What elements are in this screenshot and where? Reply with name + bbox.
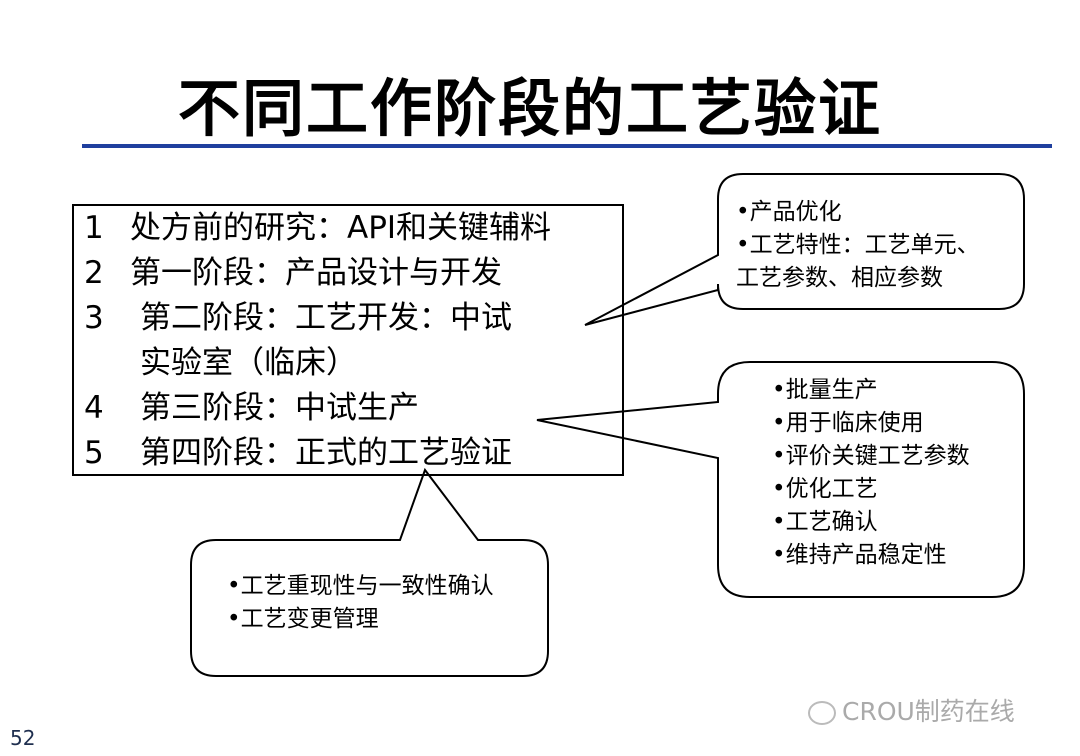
wechat-icon bbox=[808, 701, 836, 725]
stages-box: 1 处方前的研究：API和关键辅料 2 第一阶段：产品设计与开发 3 第二阶段：工艺开… bbox=[72, 204, 624, 476]
stage-item-continued: 实验室（临床） bbox=[74, 341, 622, 386]
stage-item: 1 处方前的研究：API和关键辅料 bbox=[74, 206, 622, 251]
watermark: CROU制药在线 bbox=[808, 692, 1015, 728]
stage-item: 5 第四阶段：正式的工艺验证 bbox=[74, 431, 622, 476]
callout-bubble-stage3-4 bbox=[536, 361, 1025, 598]
callout-line: •用于临床使用 bbox=[772, 410, 924, 436]
callout-line: •工艺确认 bbox=[772, 509, 878, 535]
callout-bubble-stage5 bbox=[190, 467, 549, 677]
stage-text: 第四阶段：正式的工艺验证 bbox=[140, 435, 512, 471]
stage-item: 2 第一阶段：产品设计与开发 bbox=[74, 251, 622, 296]
callout-stage3-4-text: •批量生产 •用于临床使用 •评价关键工艺参数 •优化工艺 •工艺确认 •维持产… bbox=[772, 374, 970, 572]
page-number: 52 bbox=[10, 726, 36, 750]
callout-line: •评价关键工艺参数 bbox=[772, 443, 970, 469]
stage-text: 第三阶段：中试生产 bbox=[140, 390, 419, 426]
stage-text: 第二阶段：工艺开发：中试 bbox=[140, 300, 512, 336]
stage-number: 4 bbox=[84, 390, 104, 426]
stage-text: 处方前的研究：API和关键辅料 bbox=[130, 210, 552, 246]
stage-number: 2 bbox=[84, 255, 104, 291]
callout-line: •工艺重现性与一致性确认 bbox=[227, 573, 494, 599]
callout-stage5-text: •工艺重现性与一致性确认 •工艺变更管理 bbox=[227, 570, 494, 636]
callout-line: •优化工艺 bbox=[772, 476, 878, 502]
slide-title: 不同工作阶段的工艺验证 bbox=[177, 72, 882, 145]
stage-number: 3 bbox=[84, 300, 104, 336]
callout-bubble-stage2 bbox=[584, 173, 1025, 326]
callout-stage2-text: •产品优化 •工艺特性：工艺单元、 工艺参数、相应参数 bbox=[736, 196, 980, 295]
watermark-text: CROU制药在线 bbox=[842, 697, 1015, 726]
callout-line: 工艺参数、相应参数 bbox=[736, 265, 943, 291]
stage-number: 1 bbox=[84, 210, 104, 246]
stage-item: 3 第二阶段：工艺开发：中试 bbox=[74, 296, 622, 341]
callout-line: •工艺特性：工艺单元、 bbox=[736, 232, 980, 258]
callout-line: •批量生产 bbox=[772, 377, 878, 403]
stage-text: 实验室（临床） bbox=[140, 345, 357, 381]
callout-line: •工艺变更管理 bbox=[227, 606, 379, 632]
stage-number: 5 bbox=[84, 435, 104, 471]
stage-text: 第一阶段：产品设计与开发 bbox=[130, 255, 502, 291]
callout-line: •产品优化 bbox=[736, 199, 842, 225]
stage-item: 4 第三阶段：中试生产 bbox=[74, 386, 622, 431]
callout-line: •维持产品稳定性 bbox=[772, 542, 947, 568]
title-underline bbox=[82, 144, 1052, 148]
